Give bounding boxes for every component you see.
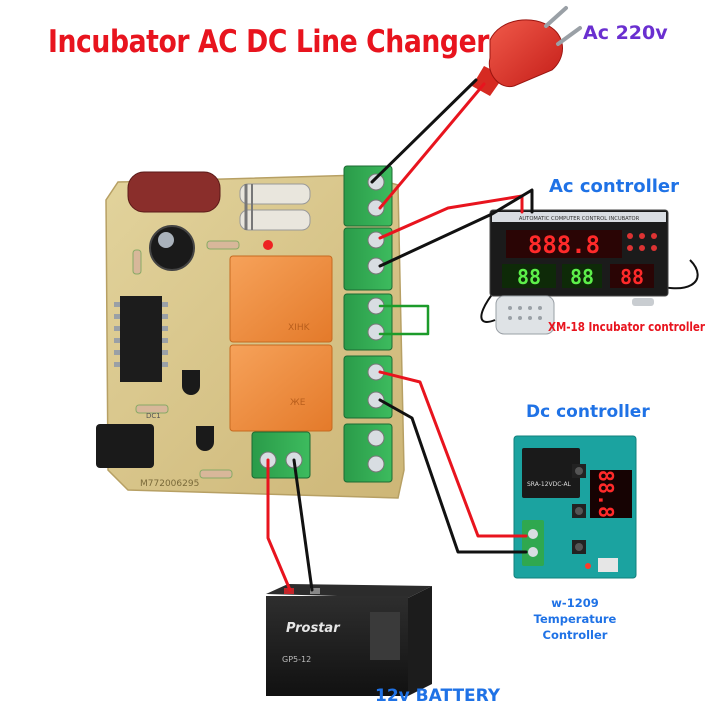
- wire-batt-black: [292, 458, 314, 592]
- w1209-relay-text: SRA-12VDC-AL: [527, 481, 572, 488]
- wire-ac-red: [378, 82, 486, 210]
- wire-acctrl-red: [378, 194, 524, 240]
- w1209-relay: [522, 448, 580, 498]
- humidity-sensor: [495, 295, 555, 335]
- ic-chip: [120, 296, 162, 382]
- dc-jack: [96, 424, 154, 468]
- battery-12v: Prostar GP5-12: [266, 584, 432, 696]
- wire-ac-black: [370, 78, 478, 184]
- xm18-top-display: 888.8: [528, 231, 600, 259]
- wire-batt-red: [266, 458, 292, 592]
- relay-2: [229, 344, 333, 432]
- terminal-block-dc-out: [343, 355, 393, 419]
- ac-input-label: Ac 220v: [583, 22, 668, 44]
- xm18-right-display: 88: [620, 265, 644, 289]
- power-resistor-2: [239, 209, 311, 231]
- dc-jack-label: DC1: [146, 412, 161, 420]
- wire-dcctrl-red: [378, 370, 528, 538]
- dc-controller-model-label: w-1209 Temperature Controller: [533, 596, 617, 642]
- plug-body: [488, 19, 563, 88]
- relay-2-marking: ЖЕ: [290, 398, 306, 408]
- incubator-pcb: DC1 M772006295 XIHK ЖЕ: [96, 165, 405, 499]
- w1209-display: 88.8: [594, 470, 618, 518]
- ac-controller-label: Ac controller: [549, 176, 679, 197]
- terminal-block-battery: [251, 431, 311, 479]
- electrolytic-capacitor: [149, 225, 195, 271]
- terminal-block-ac-out: [343, 227, 393, 291]
- wire-dcctrl-black: [378, 398, 528, 554]
- temperature-probe: [632, 298, 654, 306]
- wire-link-green: [378, 304, 430, 336]
- battery-model: GP5-12: [282, 655, 311, 664]
- pcb-silk-code: M772006295: [140, 479, 199, 489]
- film-capacitor: [127, 171, 221, 213]
- wires: [266, 78, 534, 592]
- w1209-terminal: [522, 520, 544, 566]
- xm18-mid-display: 88: [570, 265, 594, 289]
- battery-brand: Prostar: [286, 621, 341, 636]
- relay-1: [229, 255, 333, 343]
- power-resistor-1: [239, 183, 311, 205]
- led-indicator: [263, 240, 273, 250]
- w1209-controller: SRA-12VDC-AL 88.8: [513, 435, 637, 579]
- ac-controller-model-label: XM-18 Incubator controller: [548, 320, 706, 334]
- wire-acctrl-black: [378, 188, 534, 268]
- xm18-left-display: 88: [517, 265, 541, 289]
- terminal-block-link: [343, 293, 393, 351]
- xm18-controller: AUTOMATIC COMPUTER CONTROL INCUBATOR 888…: [480, 209, 699, 335]
- terminal-block-ac-in: [343, 165, 393, 227]
- battery-top: [266, 584, 432, 598]
- battery-label: 12v BATTERY: [375, 686, 501, 706]
- relay-1-marking: XIHK: [288, 323, 311, 333]
- dc-controller-label: Dc controller: [526, 402, 650, 422]
- xm18-header: AUTOMATIC COMPUTER CONTROL INCUBATOR: [519, 216, 640, 222]
- diagram-title: Incubator AC DC Line Changer: [48, 24, 489, 60]
- terminal-block-spare: [343, 423, 393, 483]
